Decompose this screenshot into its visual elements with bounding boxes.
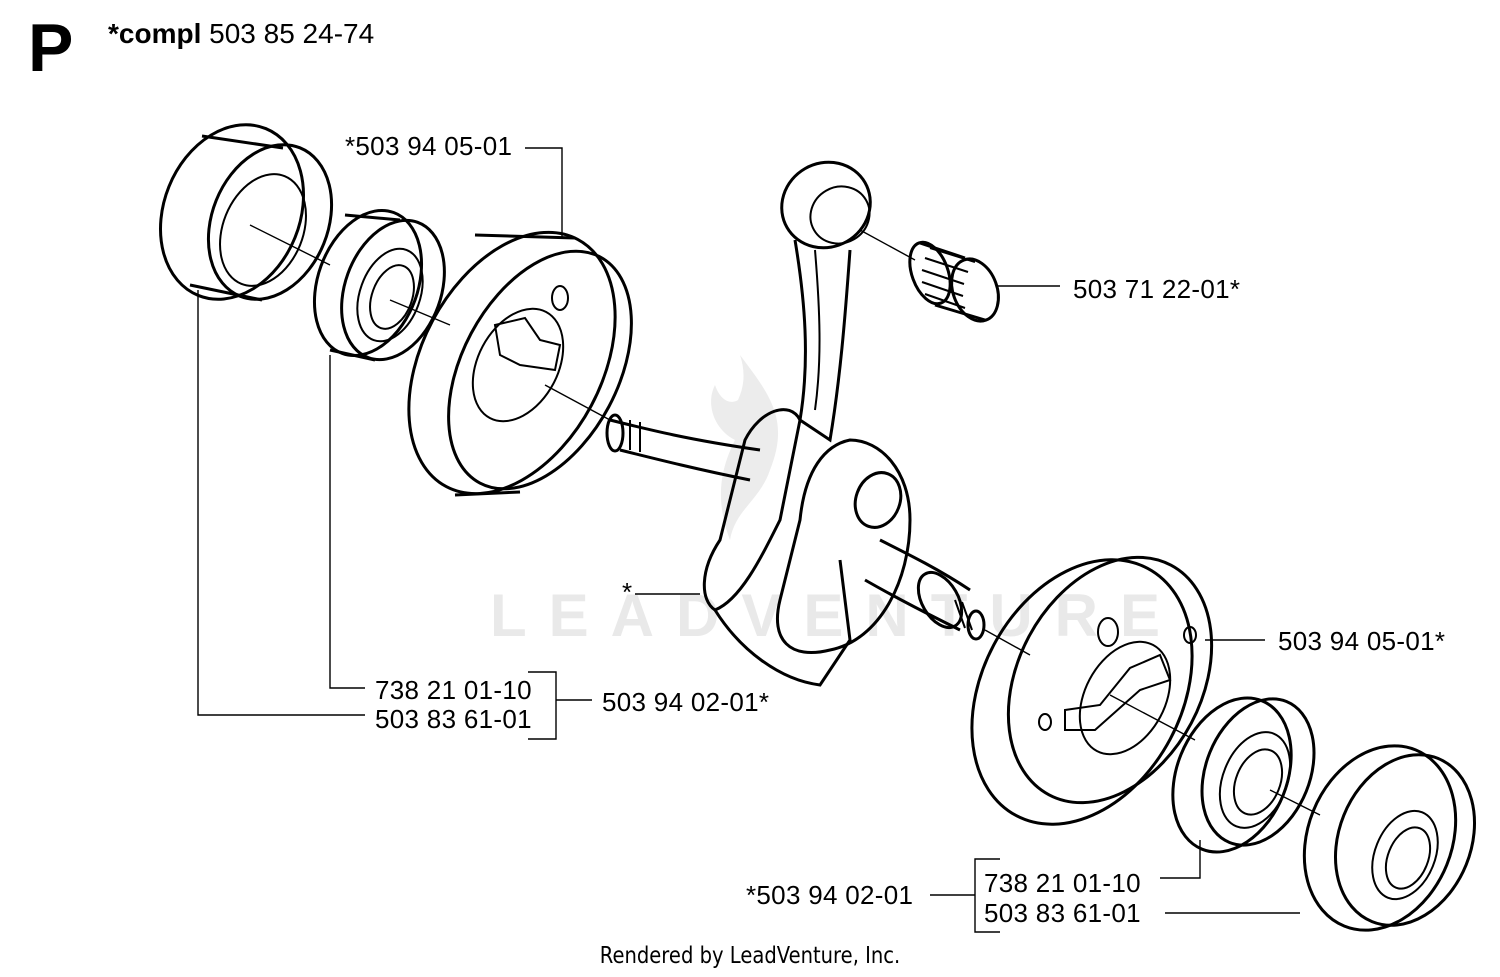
right-outer-bearing-ring [1302,744,1477,932]
part-label-right-disc[interactable]: 503 94 05-01* [1278,626,1446,656]
right-crank-disc [970,555,1214,826]
part-label-left-disc[interactable]: *503 94 05-01 [345,131,513,161]
part-label-needle-bearing[interactable]: 503 71 22-01* [1073,274,1241,304]
part-label-left-outer-ring[interactable]: 503 83 61-01 [375,704,532,734]
assembly-axis-lines [249,224,1321,816]
part-label-right-outer-ring[interactable]: 503 83 61-01 [984,898,1141,928]
left-outer-bearing-ring [159,123,334,302]
part-label-right-group[interactable]: *503 94 02-01 [746,880,914,910]
part-label-left-ball-bearing[interactable]: 738 21 01-10 [375,675,532,705]
crankshaft-assembly [605,160,986,687]
left-crank-disc [407,230,633,497]
watermark-text: LEADVENTURE [490,582,1183,649]
left-ball-bearing [312,208,446,362]
needle-bearing [908,240,1000,323]
compl-label: *compl [108,18,202,49]
section-letter: P [28,10,74,86]
leader-lines [197,147,1300,933]
part-label-right-ball-bearing[interactable]: 738 21 01-10 [984,868,1141,898]
right-ball-bearing [1171,696,1316,854]
part-label-crankshaft[interactable]: * [622,577,633,607]
compl-part-number: 503 85 24-74 [209,18,375,49]
part-label-left-group[interactable]: 503 94 02-01* [602,687,770,717]
footer-credit: Rendered by LeadVenture, Inc. [599,943,901,969]
assembly-header: *compl 503 85 24-74 [108,20,374,48]
